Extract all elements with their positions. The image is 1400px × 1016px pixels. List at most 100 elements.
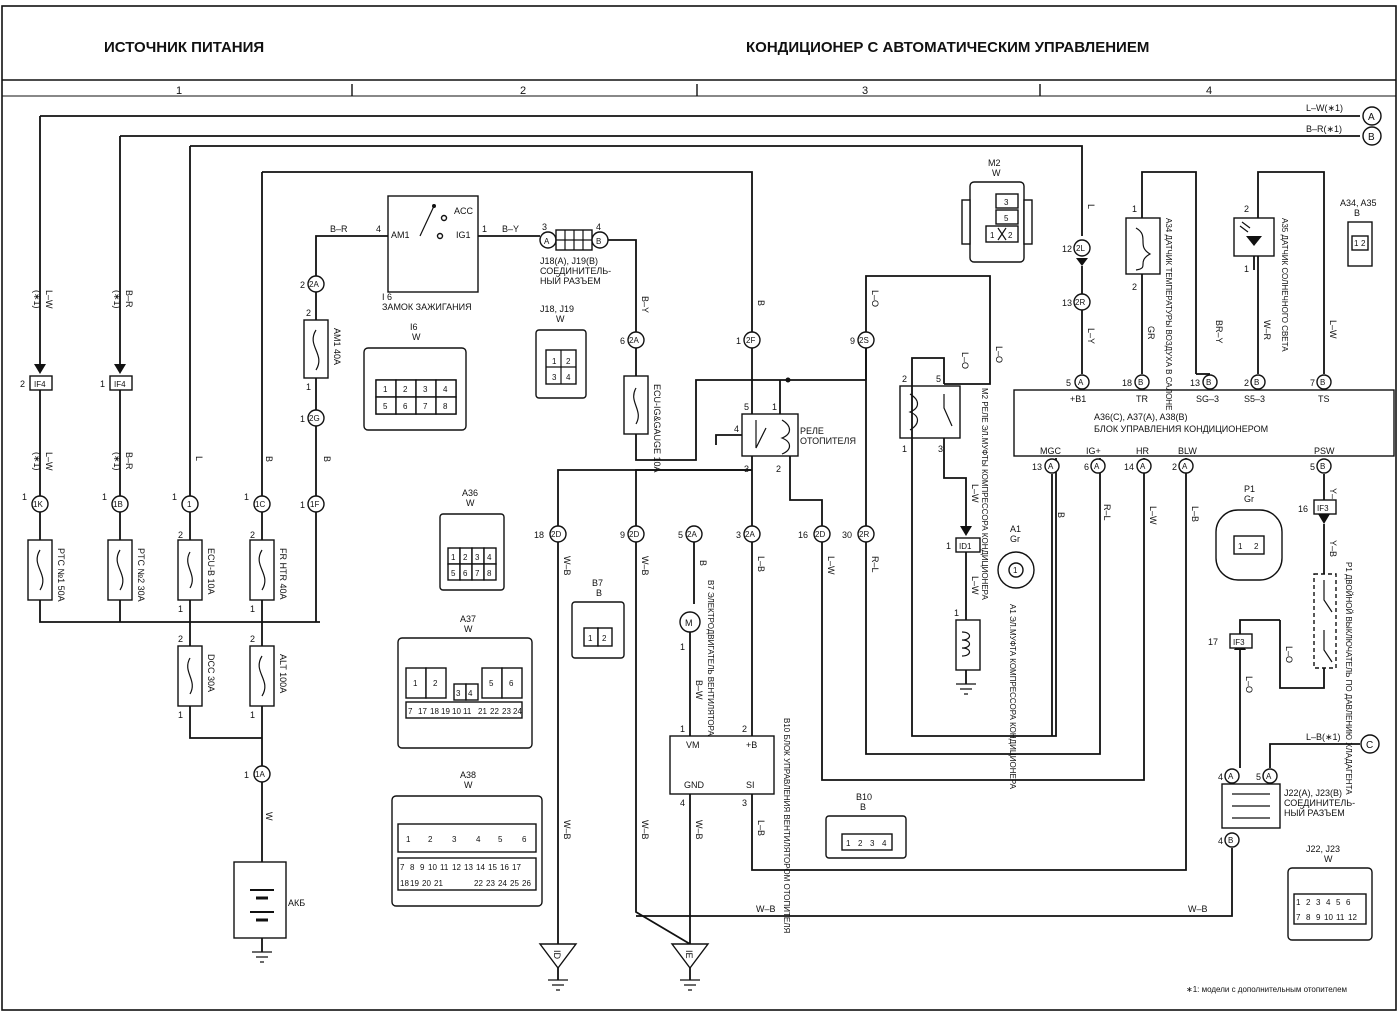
svg-text:L–O: L–O (994, 346, 1004, 363)
svg-text:4: 4 (487, 553, 492, 562)
svg-text:B: B (264, 456, 274, 462)
svg-text:13: 13 (1062, 298, 1072, 308)
svg-text:3: 3 (744, 464, 749, 474)
svg-text:ID1: ID1 (959, 542, 972, 551)
svg-text:2G: 2G (309, 414, 320, 423)
svg-text:4: 4 (882, 839, 887, 848)
svg-text:1: 1 (1244, 264, 1249, 274)
svg-text:1: 1 (383, 385, 388, 394)
svg-text:VM: VM (686, 740, 700, 750)
svg-text:W–B: W–B (640, 556, 650, 576)
svg-text:2: 2 (178, 634, 183, 644)
svg-text:W–B: W–B (562, 820, 572, 840)
svg-text:19: 19 (410, 879, 419, 888)
svg-text:2: 2 (1132, 282, 1137, 292)
svg-text:HR: HR (1136, 446, 1149, 456)
svg-text:L: L (194, 456, 204, 461)
svg-text:L–W: L–W (970, 484, 980, 503)
svg-text:B: B (596, 237, 601, 246)
svg-text:2A: 2A (629, 336, 639, 345)
svg-text:21: 21 (434, 879, 443, 888)
svg-text:СОЕДИНИТЕЛЬ-: СОЕДИНИТЕЛЬ- (540, 266, 611, 276)
svg-text:1: 1 (772, 402, 777, 412)
svg-text:4: 4 (468, 689, 473, 698)
svg-text:12: 12 (452, 863, 461, 872)
svg-text:1: 1 (250, 604, 255, 614)
svg-text:2: 2 (306, 308, 311, 318)
svg-text:5: 5 (1004, 214, 1009, 223)
svg-text:(∗1): (∗1) (32, 452, 42, 471)
svg-text:B: B (860, 802, 866, 812)
svg-text:2: 2 (1172, 462, 1177, 472)
svg-text:18: 18 (1122, 378, 1132, 388)
svg-text:5: 5 (383, 402, 388, 411)
ac-bottom-pins: MGC A 13 IG+ A 6 HR A 14 BLW A 2 PSW B 5 (1032, 446, 1335, 474)
svg-text:24: 24 (498, 879, 507, 888)
svg-text:7: 7 (408, 707, 413, 716)
svg-text:2: 2 (433, 679, 438, 688)
battery-label: АКБ (288, 898, 305, 908)
svg-text:1: 1 (946, 541, 951, 551)
svg-text:W–B: W–B (562, 556, 572, 576)
svg-text:2D: 2D (551, 530, 561, 539)
svg-text:1: 1 (413, 679, 418, 688)
svg-text:L–W: L–W (1148, 506, 1158, 525)
ground-ie (670, 943, 710, 970)
svg-text:M: M (685, 618, 693, 628)
i6-connector-view: 1 2 3 4 5 6 7 8 (363, 347, 467, 431)
svg-text:НЫЙ РАЗЪЕМ: НЫЙ РАЗЪЕМ (1284, 807, 1345, 818)
column-number-2: 2 (520, 85, 526, 97)
svg-text:3: 3 (1004, 198, 1009, 207)
svg-text:2: 2 (1361, 239, 1366, 248)
svg-text:W: W (464, 624, 473, 634)
ac-unit-name: БЛОК УПРАВЛЕНИЯ КОНДИЦИОНЕРОМ (1094, 424, 1268, 434)
svg-text:26: 26 (522, 879, 531, 888)
svg-text:L–B: L–B (756, 556, 766, 572)
svg-text:A: A (544, 237, 550, 246)
heater-relay (741, 413, 799, 457)
a34-sensor-label: A34 ДАТЧИК ТЕМПЕРАТУРЫ ВОЗДУХА В САЛОНЕ (1164, 218, 1173, 410)
svg-text:1: 1 (300, 500, 305, 510)
svg-text:1: 1 (406, 835, 411, 844)
svg-text:A: A (1182, 462, 1188, 471)
svg-text:6: 6 (1084, 462, 1089, 472)
svg-text:1: 1 (588, 634, 593, 643)
ign-am1-label: AM1 (391, 230, 410, 240)
ac-top-pins: A 5 +B1 B 18 TR B 13 SG–3 B 2 S5–3 B 7 T… (1066, 374, 1332, 404)
b10-unit-label: B10 БЛОК УПРАВЛЕНИЯ ВЕНТИЛЯТОРОМ ОТОПИТЕ… (782, 718, 791, 933)
column-number-1: 1 (176, 85, 182, 97)
svg-text:W: W (264, 812, 274, 821)
svg-text:6: 6 (403, 402, 408, 411)
svg-text:B: B (1320, 378, 1325, 387)
b7-motor-label: B7 ЭЛЕКТРОДВИГАТЕЛЬ ВЕНТИЛЯТОРА ОТОПИТЕЛ… (706, 580, 715, 788)
svg-text:3: 3 (475, 553, 480, 562)
svg-text:23: 23 (486, 879, 495, 888)
svg-text:11: 11 (463, 707, 472, 716)
svg-text:1: 1 (244, 492, 249, 502)
svg-text:18: 18 (400, 879, 409, 888)
svg-text:2A: 2A (309, 280, 319, 289)
svg-text:4: 4 (376, 224, 381, 234)
svg-text:4: 4 (443, 385, 448, 394)
a35-sensor-label: A35 ДАТЧИК СОЛНЕЧНОГО СВЕТА (1280, 218, 1289, 352)
svg-text:B: B (1354, 208, 1360, 218)
svg-text:(∗1): (∗1) (112, 290, 122, 309)
svg-text:3: 3 (742, 798, 747, 808)
svg-text:IE: IE (684, 950, 694, 959)
svg-text:14: 14 (1124, 462, 1134, 472)
svg-text:Gr: Gr (1010, 534, 1020, 544)
svg-text:1: 1 (178, 710, 183, 720)
svg-text:2F: 2F (746, 336, 755, 345)
svg-text:W–R: W–R (1262, 320, 1272, 341)
svg-text:4: 4 (476, 835, 481, 844)
svg-text:L–B(∗1): L–B(∗1) (1306, 732, 1341, 742)
svg-text:B–R: B–R (330, 224, 348, 234)
svg-text:(∗1): (∗1) (32, 290, 42, 309)
svg-text:6: 6 (522, 835, 527, 844)
svg-text:B: B (322, 456, 332, 462)
j22-id: J22(A), J23(B) (1284, 788, 1342, 798)
p1-switch-label: P1 ДВОЙНОЙ ВЫКЛЮЧАТЕЛЬ ПО ДАВЛЕНИЮ ХЛАДА… (1344, 562, 1353, 795)
svg-text:16: 16 (500, 863, 509, 872)
svg-text:A: A (1228, 772, 1234, 781)
